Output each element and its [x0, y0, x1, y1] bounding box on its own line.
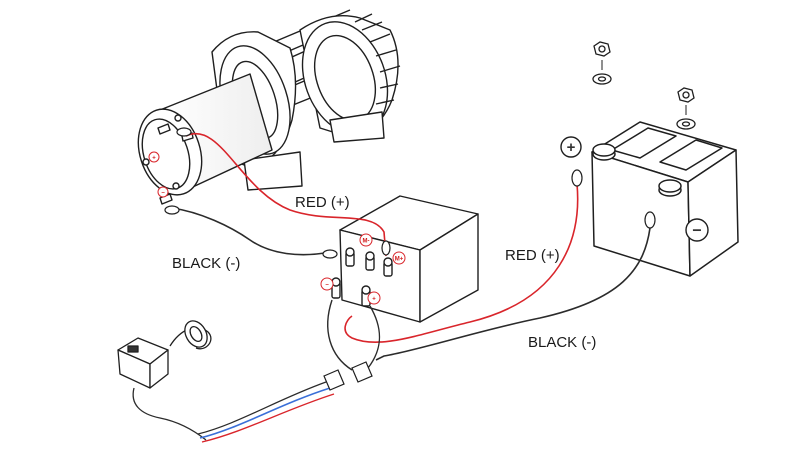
label-black-negative-battery: BLACK (-) [528, 334, 596, 351]
battery-plus-symbol: + [567, 139, 576, 156]
label-red-positive-motor: RED (+) [295, 194, 350, 211]
remote-switch-icon [117, 320, 212, 389]
black-wire-winch [171, 207, 331, 256]
red-wire-winch [185, 132, 387, 257]
battery-minus-symbol: − [692, 223, 701, 240]
winch-positive-terminal-symbol: + [152, 156, 156, 162]
label-black-negative-motor: BLACK (-) [172, 255, 240, 272]
battery-plus-mark [560, 136, 582, 158]
black-wire-contactor-to-plug [327, 299, 353, 371]
winch-negative-terminal-symbol: − [161, 191, 165, 197]
switch-cable [132, 387, 207, 441]
svg-text:−: − [325, 283, 329, 289]
winch-negative-terminal-mark [157, 186, 169, 198]
winch-positive-terminal-mark [148, 151, 160, 163]
svg-text:M-: M- [363, 239, 370, 245]
nut-icon [593, 41, 695, 103]
black-wire-switch [197, 381, 327, 435]
svg-text:+: + [372, 297, 376, 303]
battery-minus-mark [685, 218, 709, 242]
washer-icon [592, 73, 696, 130]
label-red-positive-battery: RED (+) [505, 247, 560, 264]
winch-icon [137, 9, 401, 205]
contactor-terminal-marks: M- M+ − + [320, 233, 406, 305]
ring-terminals [164, 127, 656, 259]
svg-text:M+: M+ [395, 257, 404, 263]
red-wire-battery [344, 183, 579, 344]
red-wire-switch [201, 393, 335, 443]
black-wire-contactor-to-plug-2 [367, 305, 381, 369]
black-wire-battery [375, 227, 651, 361]
blue-wire [199, 387, 331, 439]
plug-icon [323, 361, 373, 391]
battery-icon [591, 121, 739, 277]
